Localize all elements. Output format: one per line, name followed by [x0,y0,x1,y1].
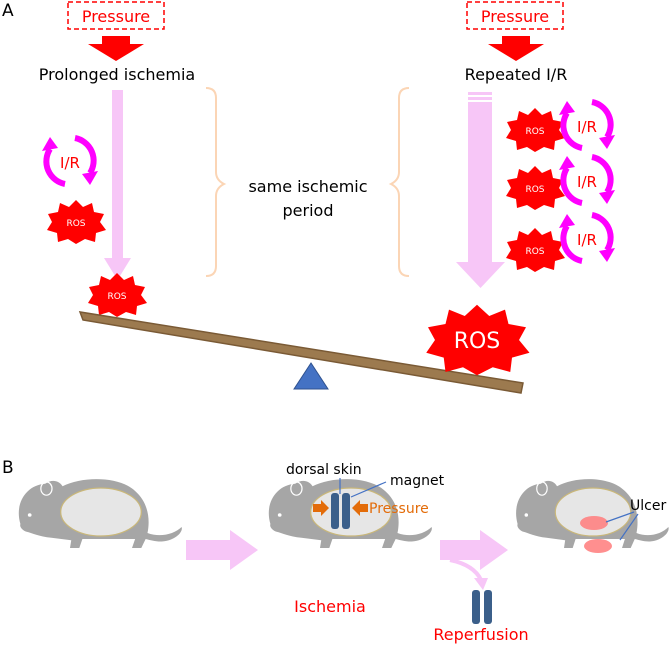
flow-arrow-1 [186,530,258,570]
pressure-arrow-left-orange [313,500,329,516]
same-ischemic-line1: same ischemic [248,177,367,196]
ros-label-right-3: ROS [525,247,544,257]
flow-arrow-2 [440,530,508,570]
ros-label-right-1: ROS [525,127,544,137]
bracket-right [388,87,410,277]
ischemia-arrow-left-shaft [112,90,123,258]
pressure-label-left: Pressure [82,7,150,26]
label-pressure-orange: Pressure [369,501,429,517]
pointer-ulcer-2 [619,513,639,541]
ros-label-beam-right: ROS [454,329,501,354]
mouse-1 [18,478,183,549]
magnet-1 [331,493,339,529]
label-reperfusion: Reperfusion [433,625,528,644]
pressure-box-left [67,1,165,30]
title-repeated-ir: Repeated I/R [465,65,568,84]
seesaw-fulcrum-triangle [293,362,329,390]
pressure-arrow-left [88,36,144,61]
pointer-magnet [350,481,387,498]
reperfusion-curved-arrow-head [474,578,488,590]
ischemia-arrow-left-head [104,258,131,280]
panel-b-letter: B [2,458,14,478]
ros-label-right-2: ROS [525,185,544,195]
bracket-left [205,87,227,277]
ros-label-left-small: ROS [66,219,85,229]
ir-label-right-1: I/R [577,118,597,136]
removed-magnet-2 [484,590,492,624]
pressure-box-right [466,1,564,30]
label-ulcer: Ulcer [630,498,666,514]
ischemia-arrow-right [456,92,505,288]
reperfusion-curved-arrow [449,558,483,581]
panel-a-letter: A [2,1,14,21]
ir-label-left: I/R [60,154,80,172]
ulcer-spot-2 [584,539,612,553]
label-magnet: magnet [390,473,445,489]
title-prolonged-ischemia: Prolonged ischemia [39,65,195,84]
removed-magnet-1 [472,590,480,624]
pressure-label-right: Pressure [481,7,549,26]
ir-label-right-3: I/R [577,231,597,249]
pointer-ulcer-1 [605,511,635,523]
ir-label-right-2: I/R [577,173,597,191]
mouse-2 [268,478,433,549]
ulcer-spot-1 [580,516,608,530]
pressure-arrow-right-orange [352,500,368,516]
pressure-arrow-right [488,36,544,61]
label-ischemia: Ischemia [294,597,366,616]
mouse-3 [515,478,670,549]
label-dorsal-skin: dorsal skin [286,462,362,478]
seesaw-beam [78,311,524,394]
ros-label-beam-left: ROS [107,292,126,302]
magnet-2 [342,493,350,529]
same-ischemic-line2: period [283,201,334,220]
